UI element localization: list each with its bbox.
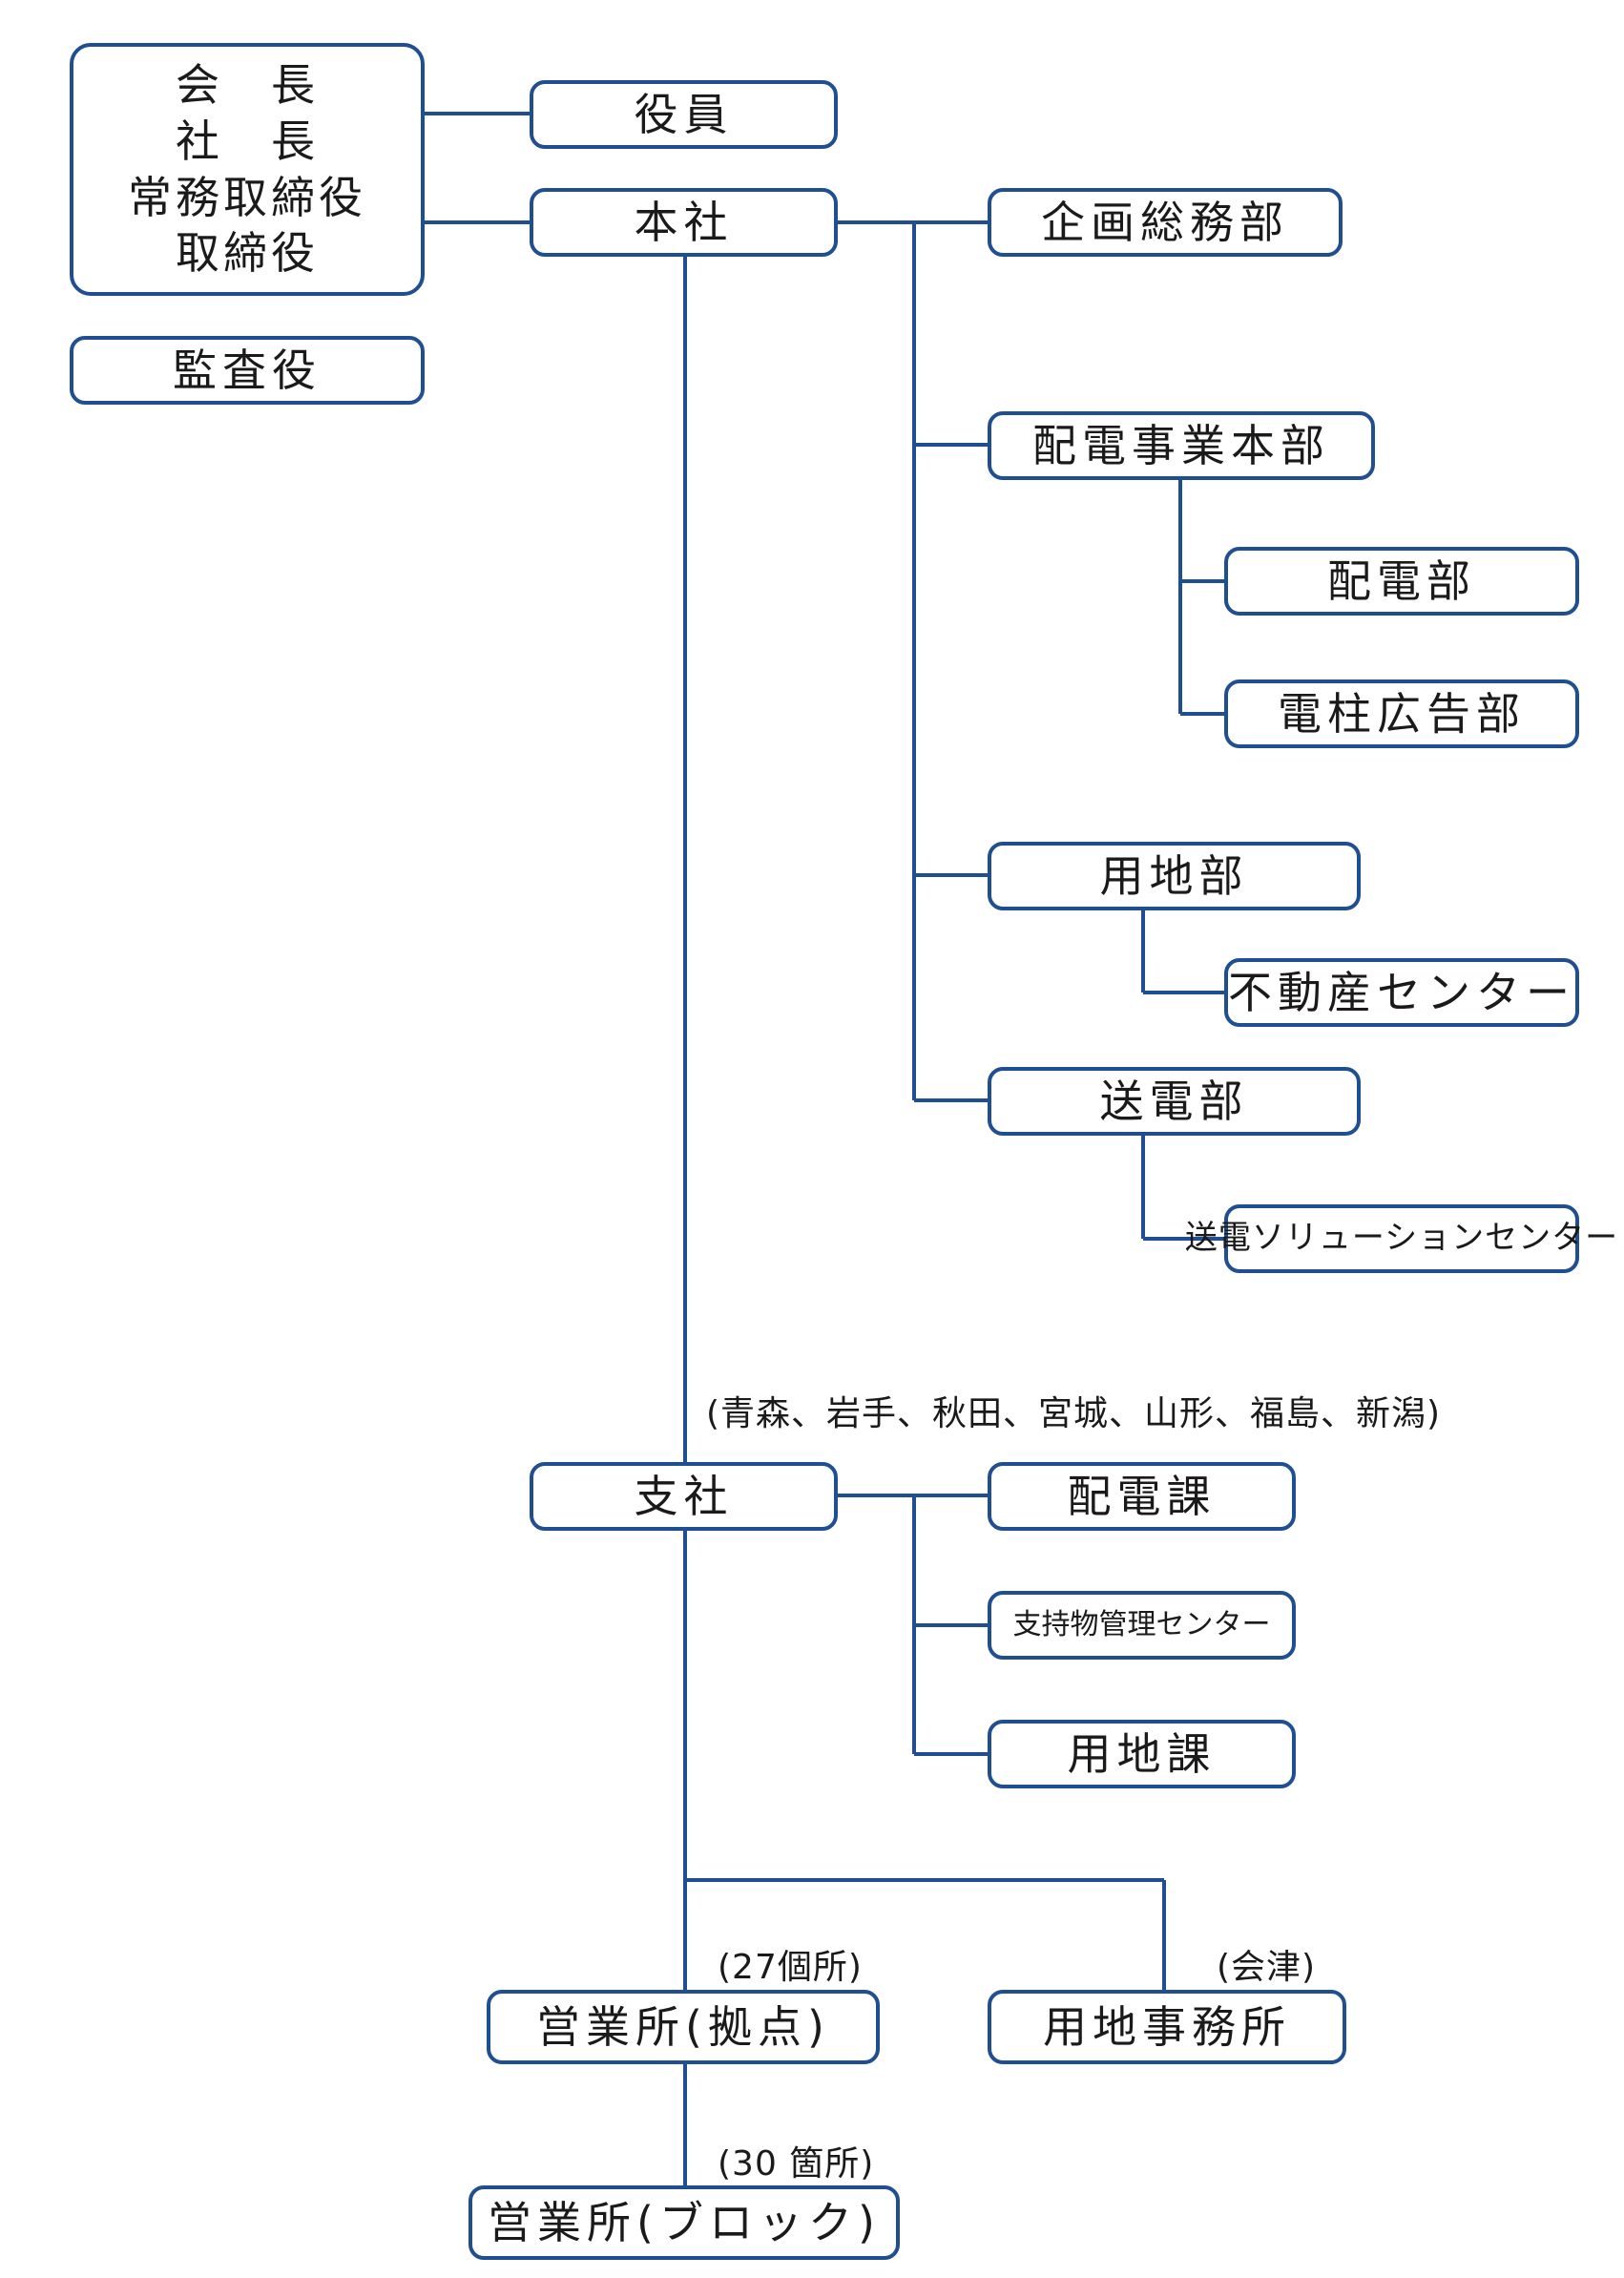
sales-office-base-label: 営業所(拠点): [536, 2000, 830, 2053]
distribution-section-label: 配電課: [1067, 1470, 1217, 1522]
branch-locations-note: (青森、岩手、秋田、宮城、山形、福島、新潟): [706, 1394, 1442, 1433]
land-office-box: 用地事務所: [988, 1990, 1346, 2064]
real-estate-center-box: 不動産センター: [1224, 958, 1579, 1027]
exec-line-president: 社 長: [176, 115, 319, 167]
head-office-label: 本社: [634, 196, 734, 248]
distribution-section-box: 配電課: [988, 1462, 1296, 1531]
transmission-dept-label: 送電部: [1099, 1075, 1249, 1127]
sales-office-block-box: 営業所(ブロック): [468, 2185, 900, 2260]
land-section-box: 用地課: [988, 1720, 1296, 1788]
planning-dept-label: 企画総務部: [1041, 196, 1289, 248]
distribution-dept-box: 配電部: [1224, 547, 1579, 616]
land-dept-box: 用地部: [988, 842, 1361, 910]
sales-base-count-note: (27個所): [718, 1948, 863, 1987]
land-section-label: 用地課: [1067, 1727, 1217, 1780]
support-management-center-box: 支持物管理センター: [988, 1591, 1296, 1660]
auditor-label: 監査役: [173, 344, 322, 396]
branch-box: 支社: [530, 1462, 838, 1531]
support-management-center-label: 支持物管理センター: [1012, 1607, 1271, 1641]
transmission-solution-center-label: 送電ソリューションセンター: [1184, 1219, 1619, 1258]
pole-ad-dept-box: 電柱広告部: [1224, 679, 1579, 748]
planning-dept-box: 企画総務部: [988, 188, 1343, 257]
land-dept-label: 用地部: [1099, 849, 1249, 902]
pole-ad-dept-label: 電柱広告部: [1278, 687, 1526, 740]
branch-label: 支社: [634, 1470, 734, 1522]
sales-office-base-box: 営業所(拠点): [487, 1990, 880, 2064]
executive-box: 会 長 社 長 常務取締役 取締役: [70, 43, 425, 296]
exec-line-directors: 取締役: [176, 227, 319, 280]
auditor-box: 監査役: [70, 336, 425, 405]
exec-line-chairman: 会 長: [176, 58, 319, 111]
land-office-location-note: (会津): [1217, 1948, 1317, 1987]
land-office-label: 用地事務所: [1043, 2000, 1291, 2053]
real-estate-center-label: 不動産センター: [1228, 966, 1575, 1018]
transmission-solution-center-box: 送電ソリューションセンター: [1185, 1204, 1617, 1273]
head-office-box: 本社: [530, 188, 838, 257]
distribution-hq-box: 配電事業本部: [988, 411, 1375, 480]
transmission-dept-box: 送電部: [988, 1067, 1361, 1136]
sales-office-block-label: 営業所(ブロック): [488, 2196, 881, 2248]
distribution-hq-label: 配電事業本部: [1032, 419, 1330, 471]
distribution-dept-label: 配電部: [1327, 554, 1476, 607]
officers-box: 役員: [530, 80, 838, 149]
exec-line-managing-directors: 常務取締役: [128, 171, 366, 223]
officers-label: 役員: [634, 88, 734, 140]
sales-block-count-note: (30 箇所): [718, 2144, 875, 2184]
